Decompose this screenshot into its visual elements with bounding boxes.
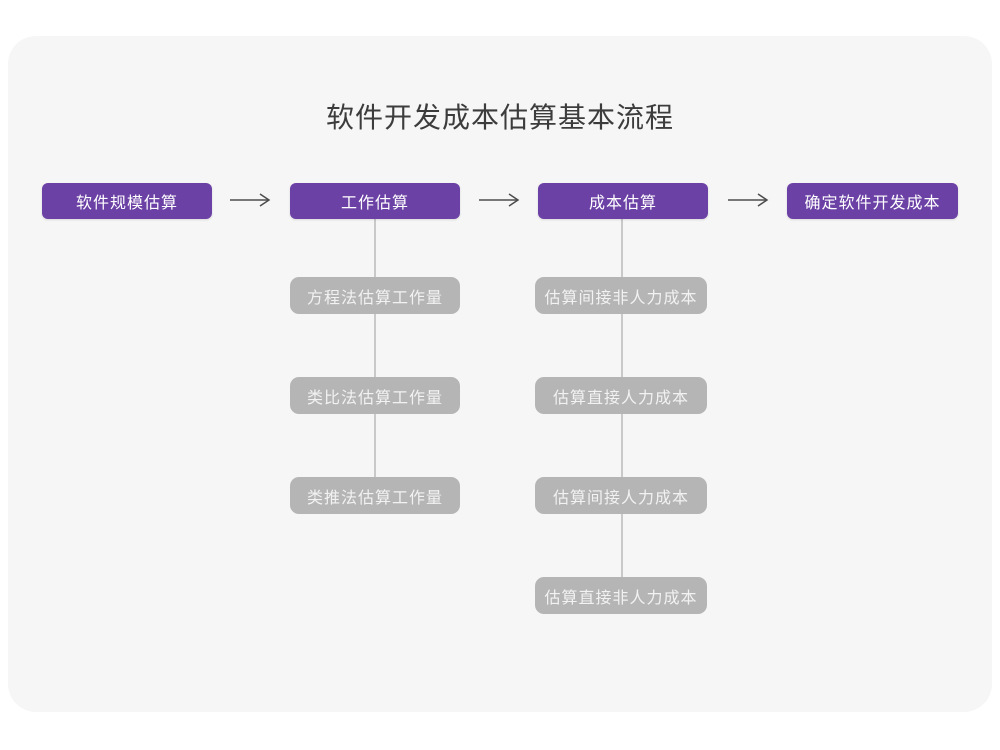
connector-line-work-estimation bbox=[374, 219, 376, 496]
substep-label: 类推法估算工作量 bbox=[306, 489, 443, 507]
substep-label: 方程法估算工作量 bbox=[306, 289, 443, 307]
substep-label: 估算间接非人力成本 bbox=[544, 289, 698, 307]
arrow-right-icon bbox=[728, 193, 769, 207]
diagram-card bbox=[8, 36, 992, 712]
flow-node-label: 工作估算 bbox=[340, 195, 409, 212]
substep-label: 估算直接人力成本 bbox=[552, 389, 689, 407]
diagram-title: 软件开发成本估算基本流程 bbox=[325, 102, 674, 133]
arrow-right-icon bbox=[230, 193, 271, 207]
substep-analogy-method: 类比法估算工作量 bbox=[290, 377, 460, 414]
flow-node-determine-software-dev-cost: 确定软件开发成本 bbox=[787, 183, 958, 219]
flow-node-label: 确定软件开发成本 bbox=[804, 195, 941, 212]
flow-node-label: 成本估算 bbox=[588, 195, 657, 212]
arrow-right-icon bbox=[479, 193, 520, 207]
flow-node-label: 软件规模估算 bbox=[75, 195, 178, 212]
substep-extrapolation-method: 类推法估算工作量 bbox=[290, 477, 460, 514]
substep-label: 估算直接非人力成本 bbox=[544, 589, 698, 607]
substep-equation-method: 方程法估算工作量 bbox=[290, 277, 460, 314]
substep-label: 估算间接人力成本 bbox=[552, 489, 689, 507]
substep-direct-labor-cost: 估算直接人力成本 bbox=[535, 377, 707, 414]
substep-indirect-labor-cost: 估算间接人力成本 bbox=[535, 477, 707, 514]
flow-node-cost-estimation: 成本估算 bbox=[538, 183, 708, 219]
flow-node-software-scale-estimation: 软件规模估算 bbox=[42, 183, 212, 219]
substep-direct-nonlabor-cost: 估算直接非人力成本 bbox=[535, 577, 707, 614]
substep-label: 类比法估算工作量 bbox=[306, 389, 443, 407]
substep-indirect-nonlabor-cost: 估算间接非人力成本 bbox=[535, 277, 707, 314]
flow-node-work-estimation: 工作估算 bbox=[290, 183, 460, 219]
